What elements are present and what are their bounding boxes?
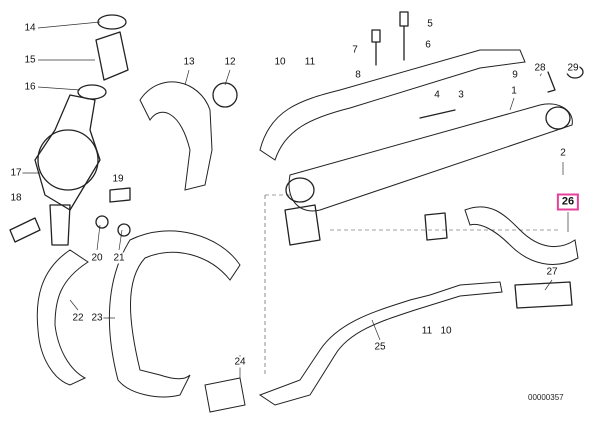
callout-6: 6 (424, 39, 432, 51)
callout-3: 3 (457, 89, 465, 101)
callout-16: 16 (23, 81, 37, 93)
hose-13 (139, 81, 213, 191)
callout-8: 8 (354, 69, 362, 81)
leader-lines (22, 21, 569, 378)
callout-10: 10 (273, 56, 287, 68)
callout-10-lower: 10 (439, 325, 453, 337)
water-rail-1 (288, 103, 573, 212)
diagram-code: 00000357 (528, 393, 564, 402)
callout-26-highlighted[interactable]: 26 (556, 193, 580, 211)
hose-26 (464, 206, 579, 265)
callout-2: 2 (559, 147, 567, 159)
callout-23: 23 (90, 312, 104, 324)
callout-7: 7 (351, 44, 359, 56)
pipe-25 (258, 281, 503, 406)
hose-22 (36, 249, 89, 386)
callout-19: 19 (111, 173, 125, 185)
callout-29: 29 (566, 62, 580, 74)
thermostat-assembly (9, 14, 131, 246)
callout-9: 9 (511, 69, 519, 81)
pipe-9 (259, 49, 526, 161)
callout-25: 25 (373, 341, 387, 353)
callout-22: 22 (71, 312, 85, 324)
callout-4: 4 (433, 89, 441, 101)
callout-21: 21 (112, 252, 126, 264)
callout-13: 13 (182, 56, 196, 68)
callout-27: 27 (545, 266, 559, 278)
callout-18: 18 (9, 192, 23, 204)
callout-1: 1 (510, 85, 518, 97)
callout-28: 28 (533, 62, 547, 74)
hose-24 (204, 377, 246, 413)
callout-12: 12 (223, 56, 237, 68)
callout-20: 20 (90, 252, 104, 264)
callout-5: 5 (426, 18, 434, 30)
callout-14: 14 (23, 22, 37, 34)
callout-24: 24 (233, 356, 247, 368)
callout-15: 15 (23, 54, 37, 66)
callout-17: 17 (9, 167, 23, 179)
hose-23 (108, 230, 241, 398)
callout-11: 11 (303, 56, 317, 68)
callout-11-lower: 11 (420, 325, 434, 337)
